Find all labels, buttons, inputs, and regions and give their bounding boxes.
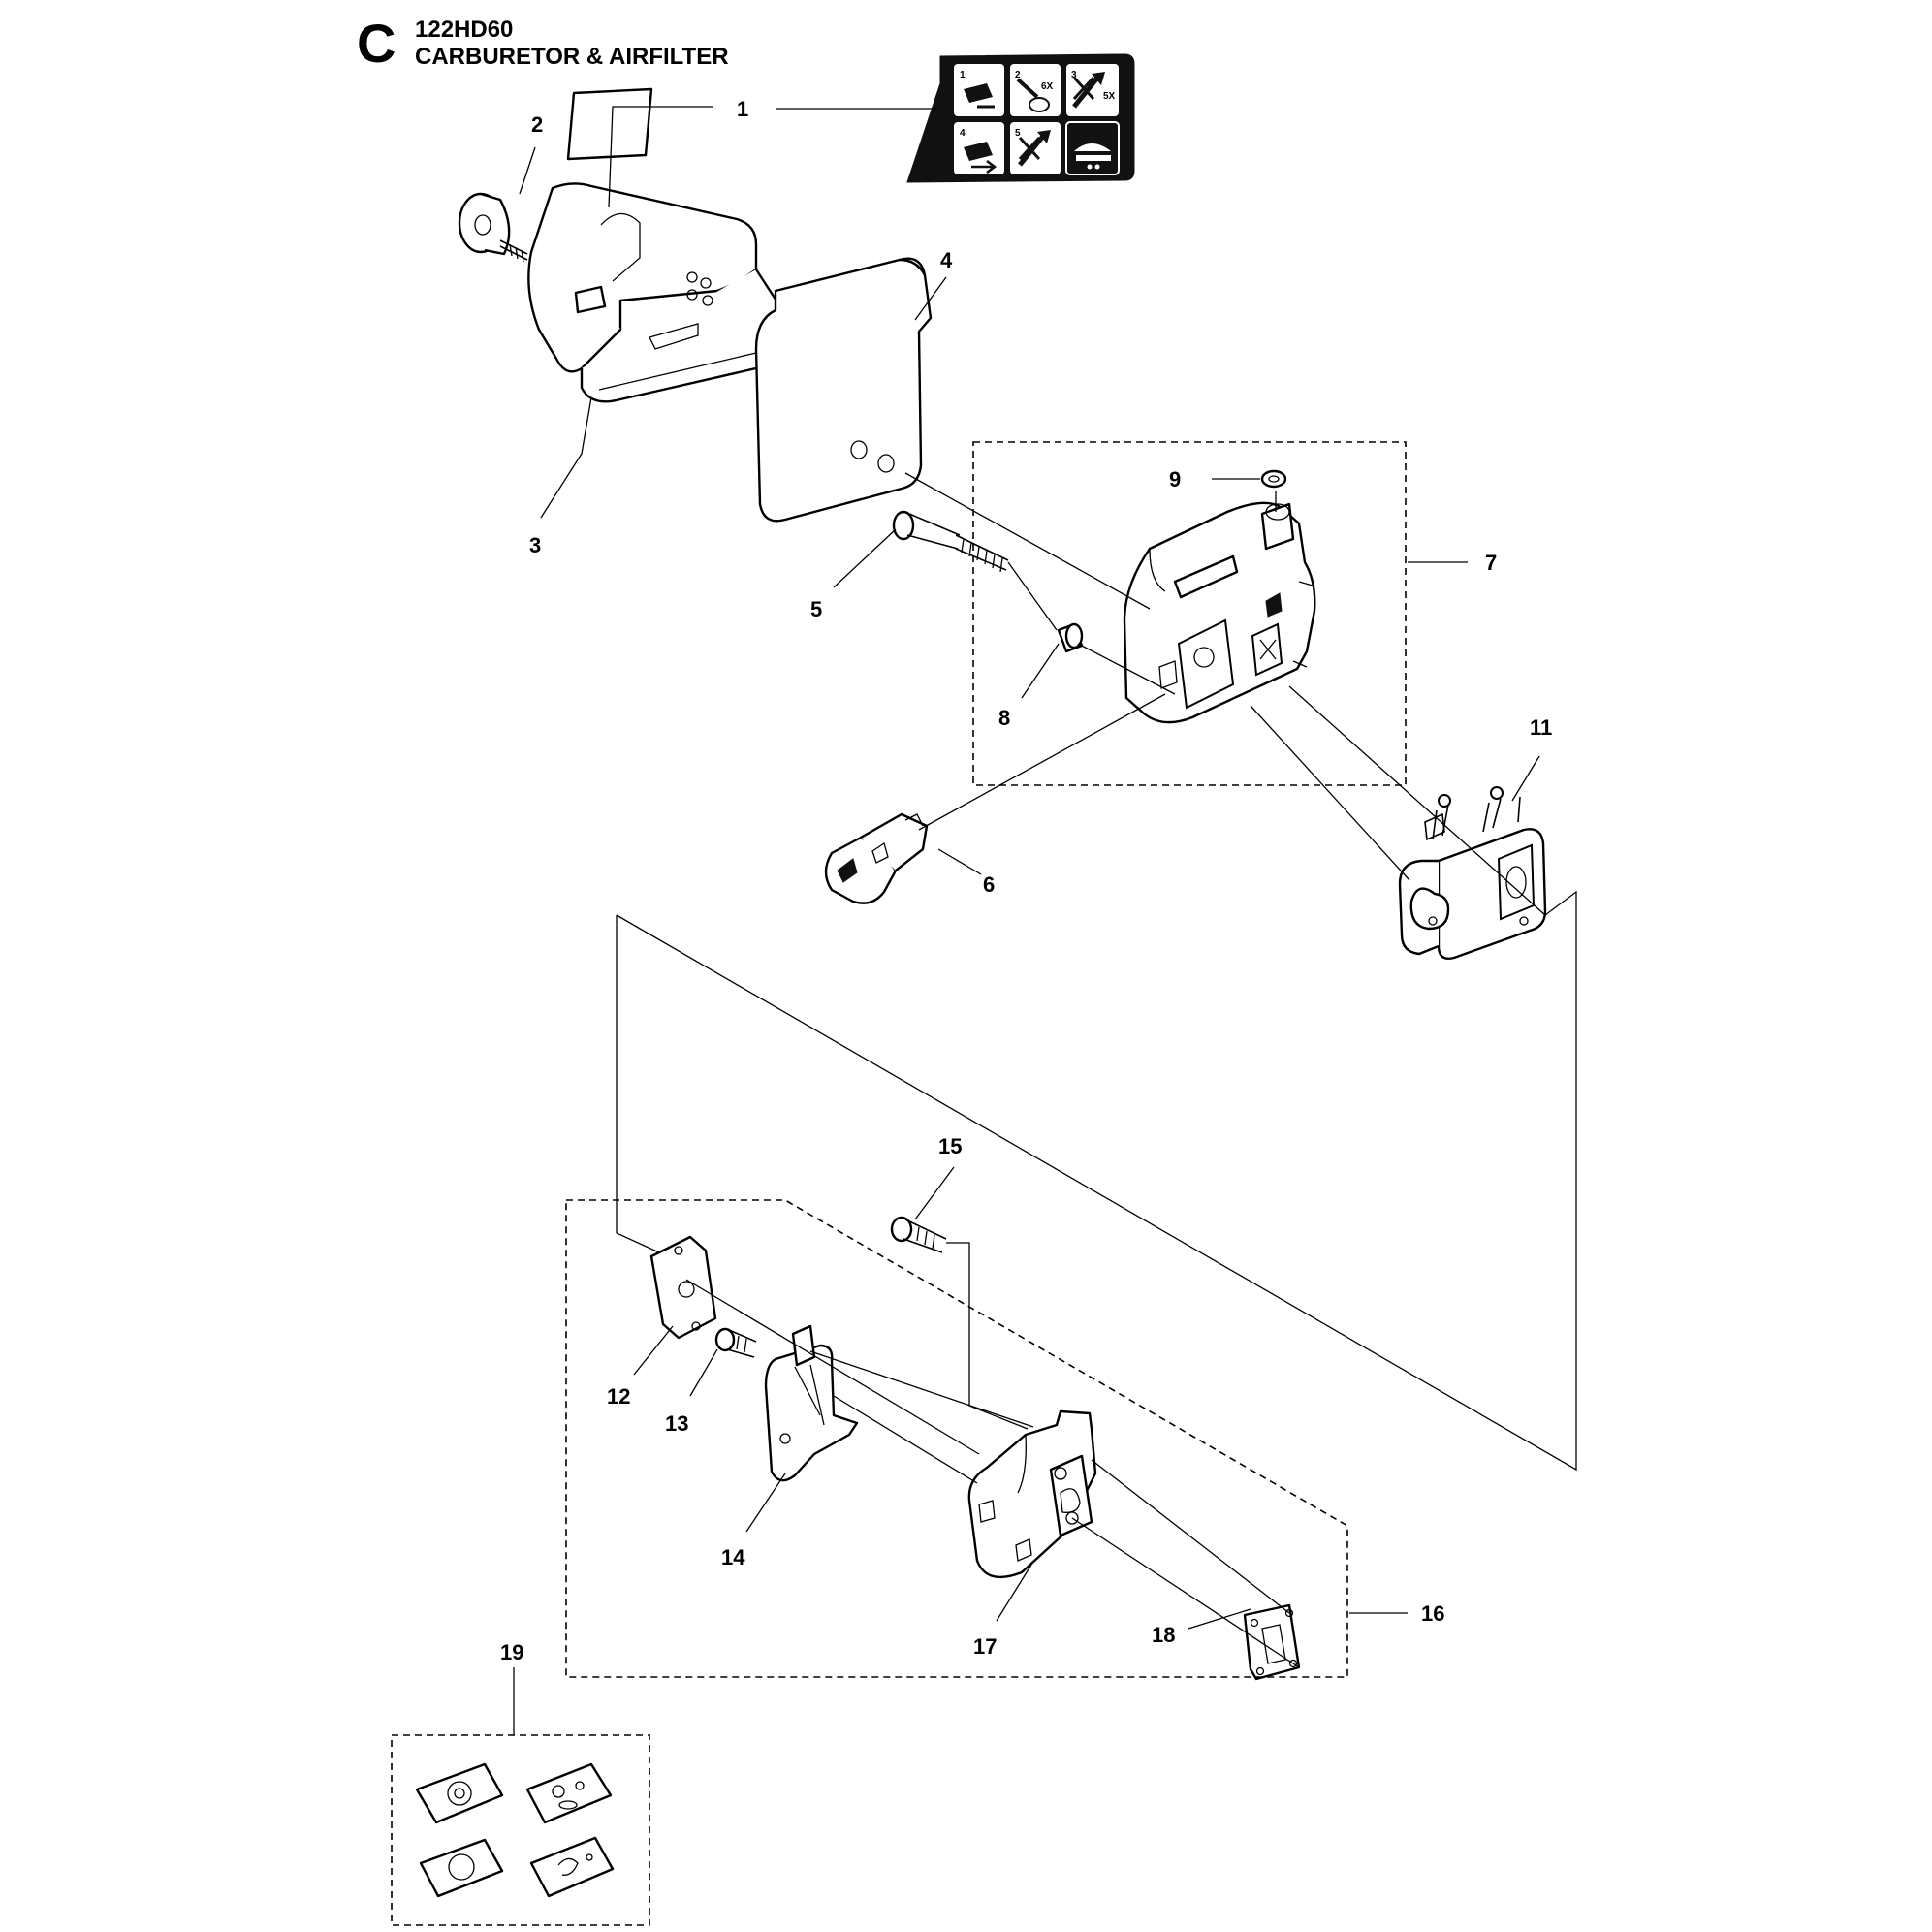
callout-8: 8 <box>998 706 1010 730</box>
leader-lines <box>513 106 1577 1735</box>
section-title: CARBURETOR & AIRFILTER <box>415 44 729 70</box>
part-13-screw <box>714 1327 757 1358</box>
choke-icon <box>964 83 995 109</box>
part-17-intake-body <box>967 1409 1097 1579</box>
decal-step-mark-5: 5 <box>1015 128 1021 139</box>
assembly-box-7 <box>972 441 1407 786</box>
primer-bulb-icon <box>1016 78 1050 112</box>
part-6-choke-lever <box>824 812 929 904</box>
callout-19: 19 <box>500 1640 523 1664</box>
assembly-box-16 <box>565 1199 1348 1678</box>
part-1-instruction-decal: 1 2 3 4 5 6X 5X <box>906 53 1135 183</box>
callout-16: 16 <box>1421 1601 1444 1626</box>
part-12-gasket <box>649 1235 717 1340</box>
callout-2: 2 <box>531 112 543 137</box>
decal-step-mark-3: 3 <box>1071 70 1077 80</box>
section-letter: C <box>357 13 396 74</box>
callout-labels: 1 2 3 4 5 6 7 8 9 11 12 13 14 15 16 17 1… <box>500 97 1552 1664</box>
callout-7: 7 <box>1485 551 1497 575</box>
decal-count-5x: 5X <box>1103 91 1116 102</box>
part-1-label-sticker <box>566 87 653 161</box>
decal-step-mark-1: 1 <box>960 70 966 80</box>
callout-11: 11 <box>1530 715 1552 740</box>
callout-12: 12 <box>607 1384 630 1409</box>
start-pull-icon-2 <box>1018 130 1051 167</box>
callout-6: 6 <box>983 872 995 897</box>
callout-15: 15 <box>938 1134 962 1158</box>
callout-1: 1 <box>737 97 748 121</box>
part-19-gasket-kit <box>391 1734 650 1926</box>
callout-9: 9 <box>1169 467 1181 491</box>
part-3-air-filter-cover <box>527 182 783 403</box>
callout-14: 14 <box>721 1545 745 1569</box>
part-7-filter-holder <box>1123 501 1316 724</box>
decal-step-mark-4: 4 <box>960 128 966 139</box>
part-4-air-filter <box>754 257 933 523</box>
model-number: 122HD60 <box>415 16 513 43</box>
callout-13: 13 <box>665 1411 688 1436</box>
part-11-carburetor <box>1398 786 1547 960</box>
callout-18: 18 <box>1152 1623 1175 1647</box>
part-18-gasket <box>1243 1603 1301 1681</box>
callout-4: 4 <box>940 248 953 272</box>
callout-5: 5 <box>810 597 822 621</box>
decal-step-mark-2: 2 <box>1015 70 1021 80</box>
start-pull-icon <box>1072 72 1105 109</box>
decal-count-6x: 6X <box>1041 81 1054 92</box>
part-9-washer <box>1260 469 1287 489</box>
part-8-sleeve <box>1057 622 1084 653</box>
diagram-header: C 122HD60 CARBURETOR & AIRFILTER <box>357 13 729 74</box>
engine-run-icon <box>1074 143 1111 170</box>
callout-3: 3 <box>529 533 541 557</box>
part-2-cover-knob <box>458 192 528 263</box>
callout-17: 17 <box>973 1634 997 1659</box>
part-5-screw <box>892 510 1009 573</box>
part-15-screw <box>890 1216 947 1253</box>
part-14-adapter <box>764 1324 859 1482</box>
choke-off-icon <box>964 142 998 174</box>
